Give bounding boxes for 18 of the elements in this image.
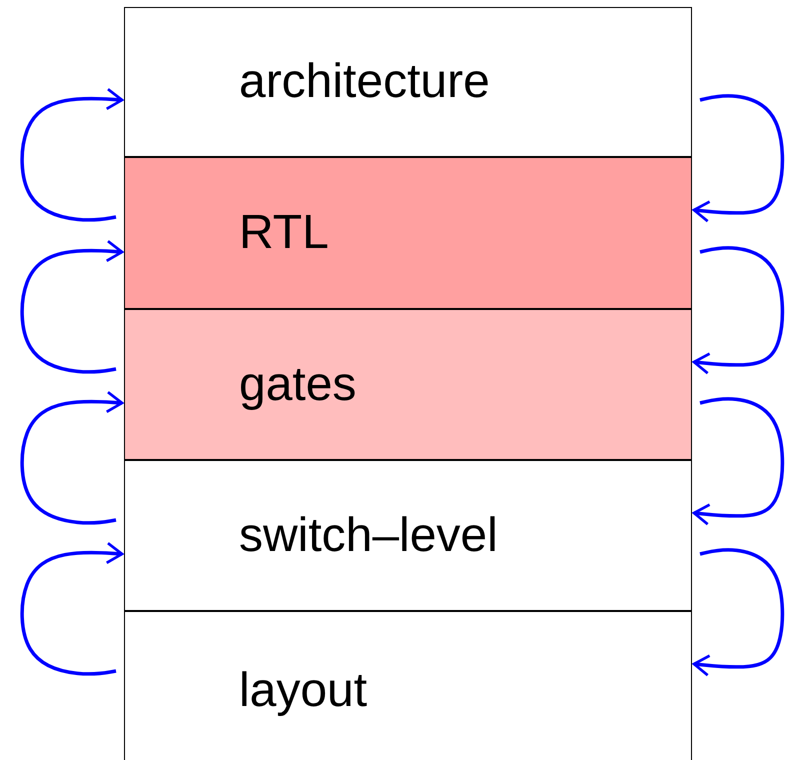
curved-arrow [692, 94, 784, 223]
layer-box [124, 7, 692, 157]
curved-arrow [20, 390, 124, 525]
curved-arrow [20, 542, 124, 676]
curved-arrow [20, 240, 124, 374]
layer-box [124, 309, 692, 460]
curved-arrow [692, 397, 784, 526]
curved-arrow [692, 548, 784, 677]
curved-arrow [692, 246, 784, 375]
curved-arrow [20, 88, 124, 222]
layer-box [124, 611, 692, 760]
layer-box [124, 157, 692, 309]
layer-box [124, 460, 692, 611]
layer-label: gates [239, 360, 356, 408]
layer-label: layout [239, 667, 368, 715]
layer-label: switch–level [239, 512, 498, 560]
layer-label: architecture [239, 58, 490, 106]
layer-label: RTL [239, 209, 329, 257]
